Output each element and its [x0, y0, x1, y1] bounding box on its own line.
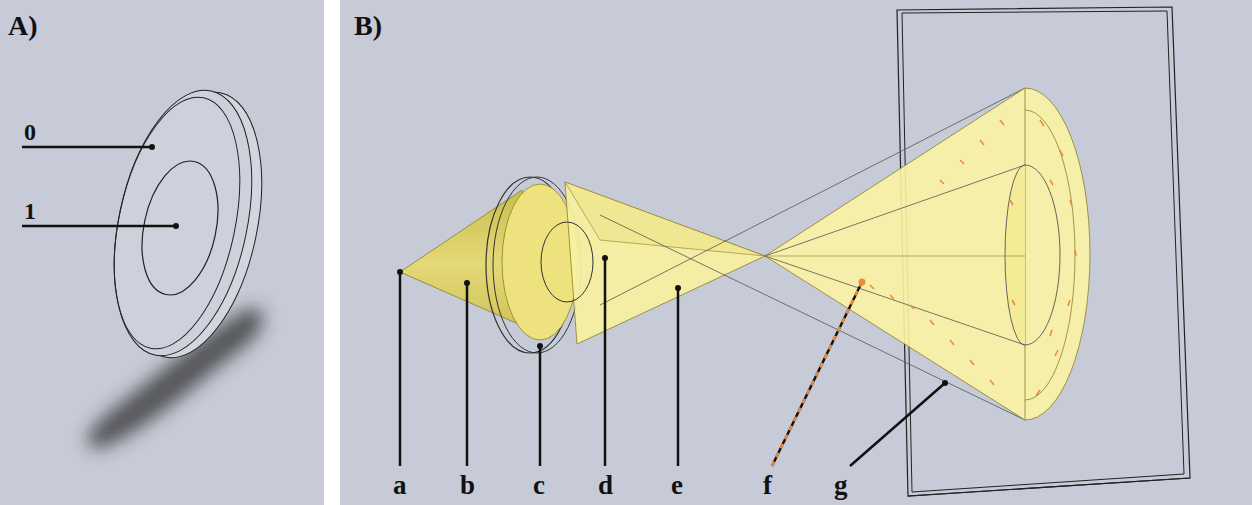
callout-letter: e	[671, 472, 683, 499]
optics-figure	[397, 7, 1190, 496]
callout-number: 1	[24, 199, 36, 223]
panel-ground	[340, 0, 1252, 505]
panel-label: B)	[354, 12, 382, 40]
disc-figure	[22, 78, 284, 449]
callout-number: 0	[24, 120, 36, 144]
callout-letter: c	[533, 472, 545, 499]
callout-letter: f	[763, 472, 772, 499]
panel-ground	[0, 0, 324, 505]
panel-label: A)	[8, 12, 38, 40]
callout-letter: b	[460, 472, 475, 499]
callout-letter: g	[834, 472, 848, 499]
callout-letter: d	[598, 472, 613, 499]
callout-letter: a	[393, 472, 407, 499]
